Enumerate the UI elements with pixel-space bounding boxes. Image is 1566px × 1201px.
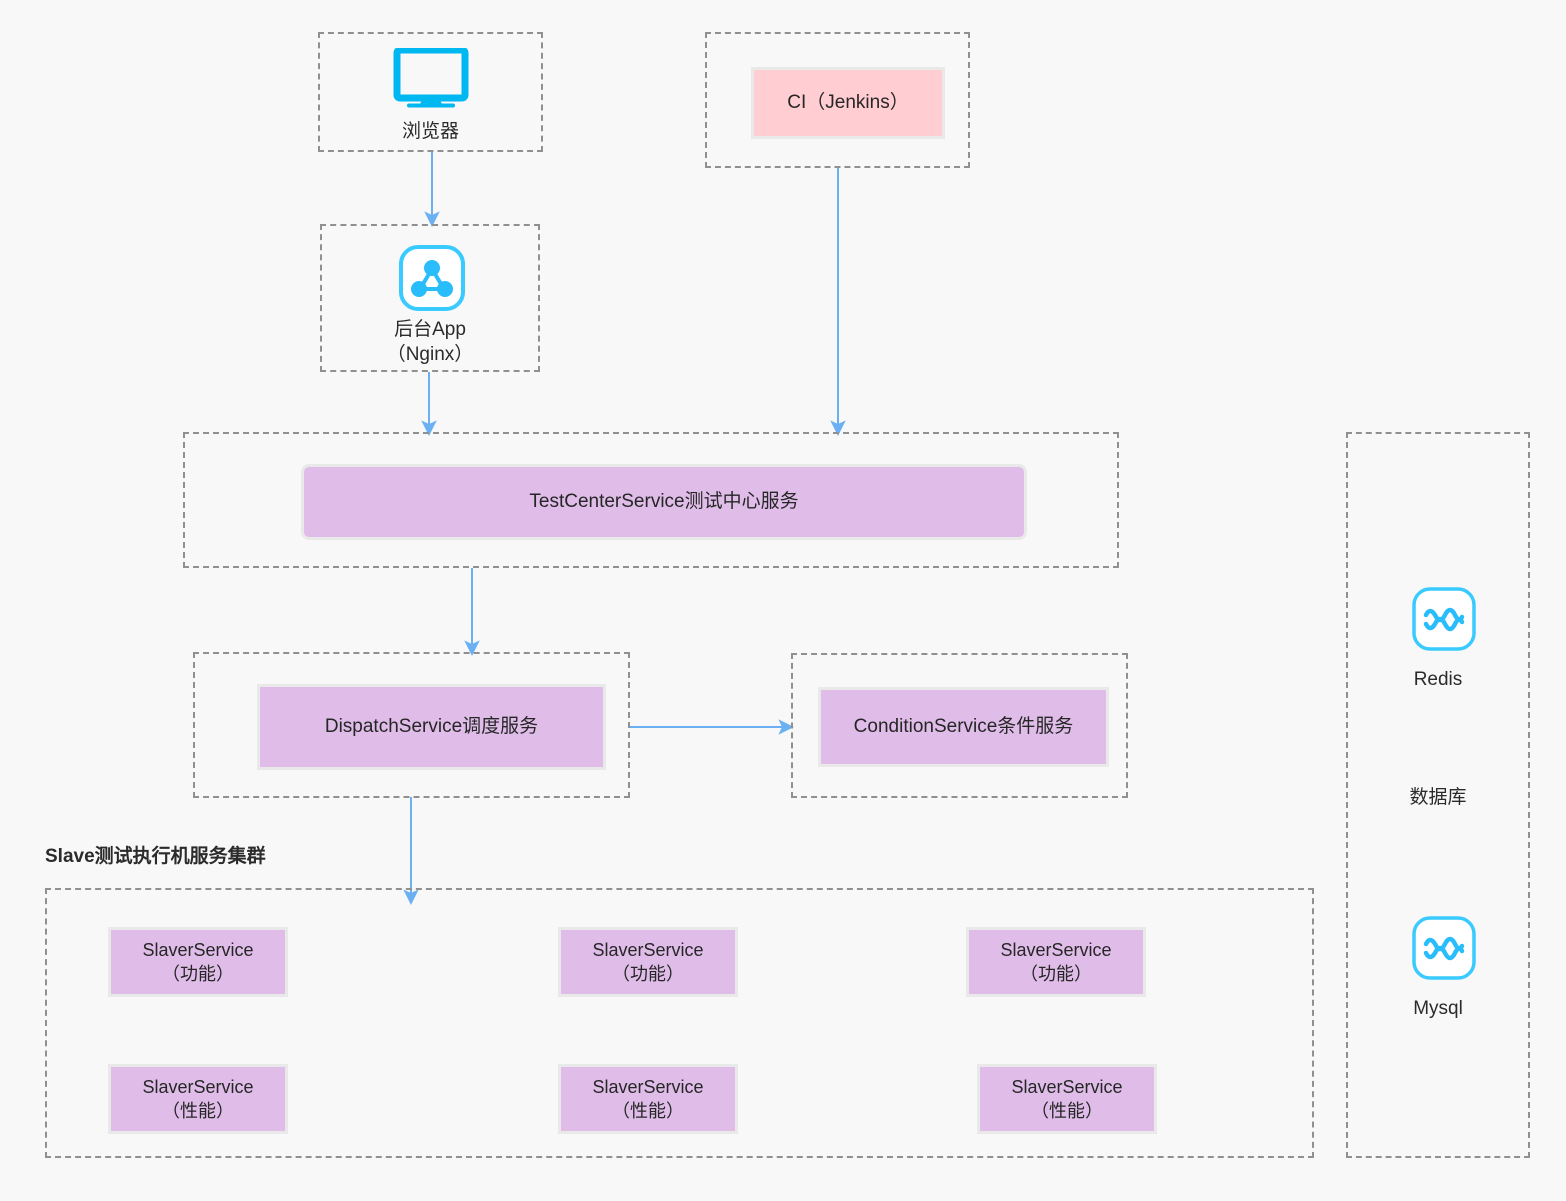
ci-jenkins-box[interactable]: CI（Jenkins） — [751, 67, 945, 139]
database-wave-icon — [1411, 586, 1477, 652]
test-center-group — [183, 432, 1119, 568]
dispatch-group — [193, 652, 630, 798]
database-wave-icon — [1411, 915, 1477, 981]
database-panel-title: 数据库 — [1409, 787, 1467, 808]
slave-cluster-group — [45, 888, 1314, 1158]
mysql-label: Mysql — [1413, 998, 1463, 1019]
condition-service-box[interactable]: ConditionService条件服务 — [818, 687, 1109, 767]
condition-group — [791, 653, 1128, 798]
slaver-service-box[interactable]: SlaverService （性能） — [558, 1064, 738, 1134]
slaver-service-box[interactable]: SlaverService （性能） — [977, 1064, 1157, 1134]
redis-label: Redis — [1413, 669, 1463, 690]
browser-group — [318, 32, 543, 152]
dispatch-service-box[interactable]: DispatchService调度服务 — [257, 684, 606, 770]
backend-app-group — [320, 224, 540, 372]
slaver-service-box[interactable]: SlaverService （功能） — [108, 927, 288, 997]
browser-label: 浏览器 — [401, 121, 459, 142]
slaver-service-box[interactable]: SlaverService （功能） — [558, 927, 738, 997]
ci-group — [705, 32, 970, 168]
monitor-icon — [393, 48, 469, 108]
slave-cluster-title: Slave测试执行机服务集群 — [45, 846, 266, 867]
slaver-service-box[interactable]: SlaverService （功能） — [966, 927, 1146, 997]
share-nodes-icon — [398, 244, 466, 312]
slaver-service-box[interactable]: SlaverService （性能） — [108, 1064, 288, 1134]
backend-app-label: 后台App （Nginx） — [386, 319, 474, 365]
database-group — [1346, 432, 1530, 1158]
test-center-service-box[interactable]: TestCenterService测试中心服务 — [301, 464, 1027, 540]
